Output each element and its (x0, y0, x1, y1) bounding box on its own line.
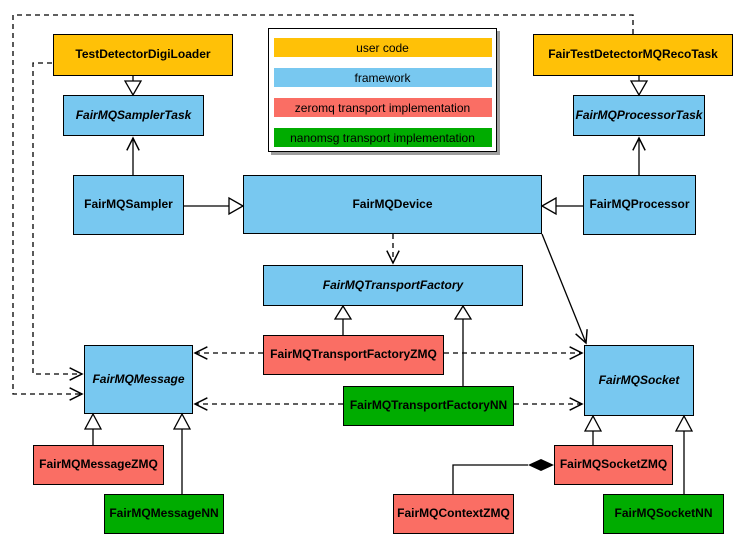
node-fairmqtransportfactoryzmq: FairMQTransportFactoryZMQ (263, 335, 444, 375)
node-fairmqcontextzmq: FairMQContextZMQ (393, 494, 514, 534)
edge-messagezmq-message (83, 412, 103, 445)
edge-tfnn-transportfactory (453, 304, 473, 386)
node-fairmqtransportfactory: FairMQTransportFactory (263, 265, 523, 306)
legend-swatch-zeromq: zeromq transport implementation (273, 98, 492, 117)
node-fairmqprocessor: FairMQProcessor (583, 175, 696, 235)
composition-diamond-icon (528, 459, 554, 471)
legend-swatch-nanomsg: nanomsg transport implementation (273, 128, 492, 147)
node-fairmqdevice: FairMQDevice (243, 175, 542, 234)
node-fairmqmessagezmq: FairMQMessageZMQ (33, 445, 164, 485)
legend-label-nanomsg: nanomsg transport implementation (290, 130, 475, 145)
node-label: FairMQTransportFactoryZMQ (270, 347, 437, 362)
node-label: FairMQSampler (84, 197, 173, 212)
node-fairmqmessagenn: FairMQMessageNN (104, 494, 224, 534)
legend: user code framework zeromq transport imp… (268, 28, 497, 152)
node-fairmqsocketzmq: FairMQSocketZMQ (554, 445, 673, 485)
node-testdetectordigiloader: TestDetectorDigiLoader (53, 34, 233, 76)
legend-label-zeromq: zeromq transport implementation (294, 100, 471, 115)
node-label: FairMQSocket (598, 372, 680, 387)
node-label: FairMQContextZMQ (397, 506, 510, 521)
node-fairtestdetectormqrecotask: FairTestDetectorMQRecoTask (533, 34, 733, 76)
node-label: FairMQTransportFactoryNN (349, 398, 508, 413)
edge-socketnn-socket (674, 414, 694, 494)
node-label: TestDetectorDigiLoader (75, 47, 211, 62)
node-label: FairMQMessageZMQ (39, 457, 158, 472)
node-fairmqmessage: FairMQMessage (84, 345, 193, 414)
node-fairmqsamplertask: FairMQSamplerTask (63, 95, 204, 136)
edge-digiloader-samplertask (123, 76, 143, 97)
node-fairmqsocket: FairMQSocket (584, 345, 694, 416)
node-fairmqsocketnn: FairMQSocketNN (603, 494, 724, 534)
node-label: FairMQMessage (92, 371, 185, 386)
node-label: FairMQSamplerTask (75, 107, 192, 122)
edge-contextzmq-socketzmq (452, 459, 554, 494)
node-fairmqsampler: FairMQSampler (73, 175, 184, 235)
legend-swatch-framework: framework (273, 68, 492, 87)
node-label: FairMQProcessorTask (575, 107, 703, 122)
node-fairmqprocessortask: FairMQProcessorTask (573, 95, 705, 136)
edge-sampler-device (184, 196, 245, 216)
edge-recotask-processortask (629, 76, 649, 97)
node-label: FairMQMessageNN (109, 506, 219, 521)
node-label: FairTestDetectorMQRecoTask (548, 47, 718, 62)
node-label: FairMQSocketNN (614, 506, 713, 521)
edge-device-socket (541, 233, 588, 345)
edge-messagenn-message (172, 412, 192, 494)
edge-tfzmq-transportfactory (333, 304, 353, 335)
legend-label-framework: framework (354, 70, 411, 85)
node-label: FairMQTransportFactory (322, 277, 464, 292)
legend-swatch-user-code: user code (273, 38, 492, 57)
node-fairmqtransportfactorynn: FairMQTransportFactoryNN (343, 386, 514, 426)
legend-label-user-code: user code (356, 40, 409, 55)
node-label: FairMQSocketZMQ (559, 457, 668, 472)
node-label: FairMQProcessor (589, 197, 690, 212)
node-label: FairMQDevice (352, 196, 433, 211)
edge-processor-device (540, 196, 583, 216)
edge-socketzmq-socket (583, 414, 603, 445)
